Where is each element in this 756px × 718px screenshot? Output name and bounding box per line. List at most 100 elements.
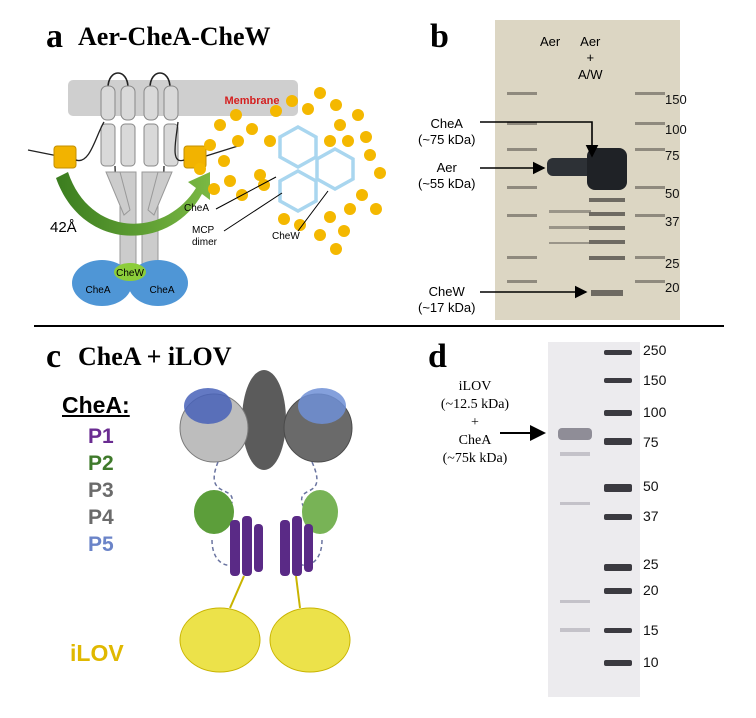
chea-dot: [232, 135, 244, 147]
tm-helix: [163, 85, 179, 121]
arrow-chea: [480, 121, 599, 158]
chew-hexagons: [278, 124, 355, 214]
chea-dot: [324, 211, 336, 223]
chea-dot: [360, 131, 372, 143]
chea-dot: [352, 109, 364, 121]
panel-a-letter: a: [46, 18, 63, 55]
cyto-helix: [147, 171, 173, 216]
panel-d-arrow: [500, 425, 546, 441]
chea-dot: [364, 149, 376, 161]
band-label-chew: CheW (~17 kDa): [418, 284, 476, 316]
chea-dot: [342, 135, 354, 147]
marker-d-250: 250: [643, 342, 667, 358]
marker-d-20: 20: [643, 582, 659, 598]
panel-b-arrows: [480, 121, 599, 299]
band-label-chea: CheA (~75 kDa): [418, 116, 476, 148]
panel-d-letter: d: [428, 338, 447, 375]
chea-dot: [194, 163, 206, 175]
chea-dot: [338, 225, 350, 237]
gel-d-sample-band: [558, 428, 592, 440]
lattice-chew-label: CheW: [272, 231, 300, 242]
tm-helix: [120, 85, 136, 121]
domain-p5: P5: [88, 533, 114, 556]
lattice-diagram: CheA MCP dimer CheW: [184, 87, 386, 255]
chea-dot: [324, 135, 336, 147]
chea-dot: [356, 189, 368, 201]
ilov-domain-left: [179, 607, 261, 673]
marker-b-20: 20: [665, 280, 680, 295]
chea-ilov-structure: [179, 370, 353, 673]
chea-dot: [208, 183, 220, 195]
tm-helix: [100, 85, 116, 121]
chea-dot: [254, 169, 266, 181]
chea-dot: [334, 119, 346, 131]
hexagon: [315, 146, 355, 192]
chea-dot: [302, 103, 314, 115]
gel-d-ladder: [604, 350, 632, 666]
chea-dot: [286, 95, 298, 107]
marker-b-25: 25: [665, 256, 680, 271]
chea-left-label: CheA: [85, 285, 110, 296]
chea-dot: [330, 243, 342, 255]
panel-b-letter: b: [430, 18, 449, 55]
panel-a-title: Aer-CheA-CheW: [78, 22, 271, 51]
marker-d-10: 10: [643, 654, 659, 670]
gel-b-aer-band: [547, 158, 593, 176]
lattice-mcp-label-1: MCP: [192, 225, 215, 236]
chea-dot: [330, 99, 342, 111]
tm-helix: [163, 123, 179, 167]
chea-header: CheA:: [62, 392, 130, 418]
tm-helix: [143, 85, 159, 121]
chea-dot: [218, 155, 230, 167]
gel-b-marker-lane-right: [635, 92, 665, 283]
marker-b-75: 75: [665, 148, 680, 163]
panel-divider: [34, 325, 724, 327]
lane-label-aer-aw: Aer + A/W: [578, 34, 603, 82]
chea-right-label: CheA: [149, 285, 174, 296]
chea-dot: [264, 135, 276, 147]
chea-dot: [214, 119, 226, 131]
gel-d: [548, 342, 640, 697]
chea-dot: [370, 203, 382, 215]
panel-c-letter: c: [46, 338, 62, 375]
lattice-chea-label: CheA: [184, 203, 209, 214]
tm-helix: [120, 123, 136, 167]
p2-domain-left: [194, 490, 234, 534]
chea-dot: [246, 123, 258, 135]
chea-dot: [270, 105, 282, 117]
gel-b-marker-lane-left: [507, 92, 537, 283]
marker-b-100: 100: [665, 122, 687, 137]
panel-c-title: CheA + iLOV: [78, 342, 232, 371]
ilov-domain-right: [269, 607, 351, 673]
tm-loop-right: [149, 72, 171, 89]
marker-d-15: 15: [643, 622, 659, 638]
p5-domain-right: [298, 388, 346, 424]
membrane-label: Membrane: [224, 95, 279, 107]
lane-label-aer: Aer: [540, 34, 561, 49]
panel-a-diagram: Membrane 42Å CheW CheA CheA: [27, 72, 298, 306]
hexagon: [278, 168, 318, 214]
hexagon: [278, 124, 318, 170]
panel-d-band-label: iLOV (~12.5 kDa) + CheA (~75k kDa): [440, 379, 510, 466]
marker-d-50: 50: [643, 478, 659, 494]
domain-p3: P3: [88, 479, 114, 502]
marker-d-25: 25: [643, 556, 659, 572]
chea-dot: [294, 219, 306, 231]
marker-d-37: 37: [643, 508, 659, 524]
chea-dot: [204, 139, 216, 151]
p3-domain: [242, 370, 286, 470]
lattice-mcp-label-2: dimer: [192, 237, 218, 248]
gel-b-aer-aw-band: [587, 148, 627, 190]
p2-domain-right: [302, 490, 338, 534]
chea-dot: [314, 229, 326, 241]
marker-d-75: 75: [643, 434, 659, 450]
green-arrow: [56, 172, 210, 236]
chea-dots: [194, 87, 386, 255]
chew-center-label: CheW: [116, 268, 144, 279]
ilov-label: iLOV: [70, 640, 124, 666]
domain-p1: P1: [88, 425, 114, 448]
chea-dot: [278, 213, 290, 225]
chea-dot: [344, 203, 356, 215]
pas-domain-left: [53, 145, 77, 169]
chea-dot: [314, 87, 326, 99]
